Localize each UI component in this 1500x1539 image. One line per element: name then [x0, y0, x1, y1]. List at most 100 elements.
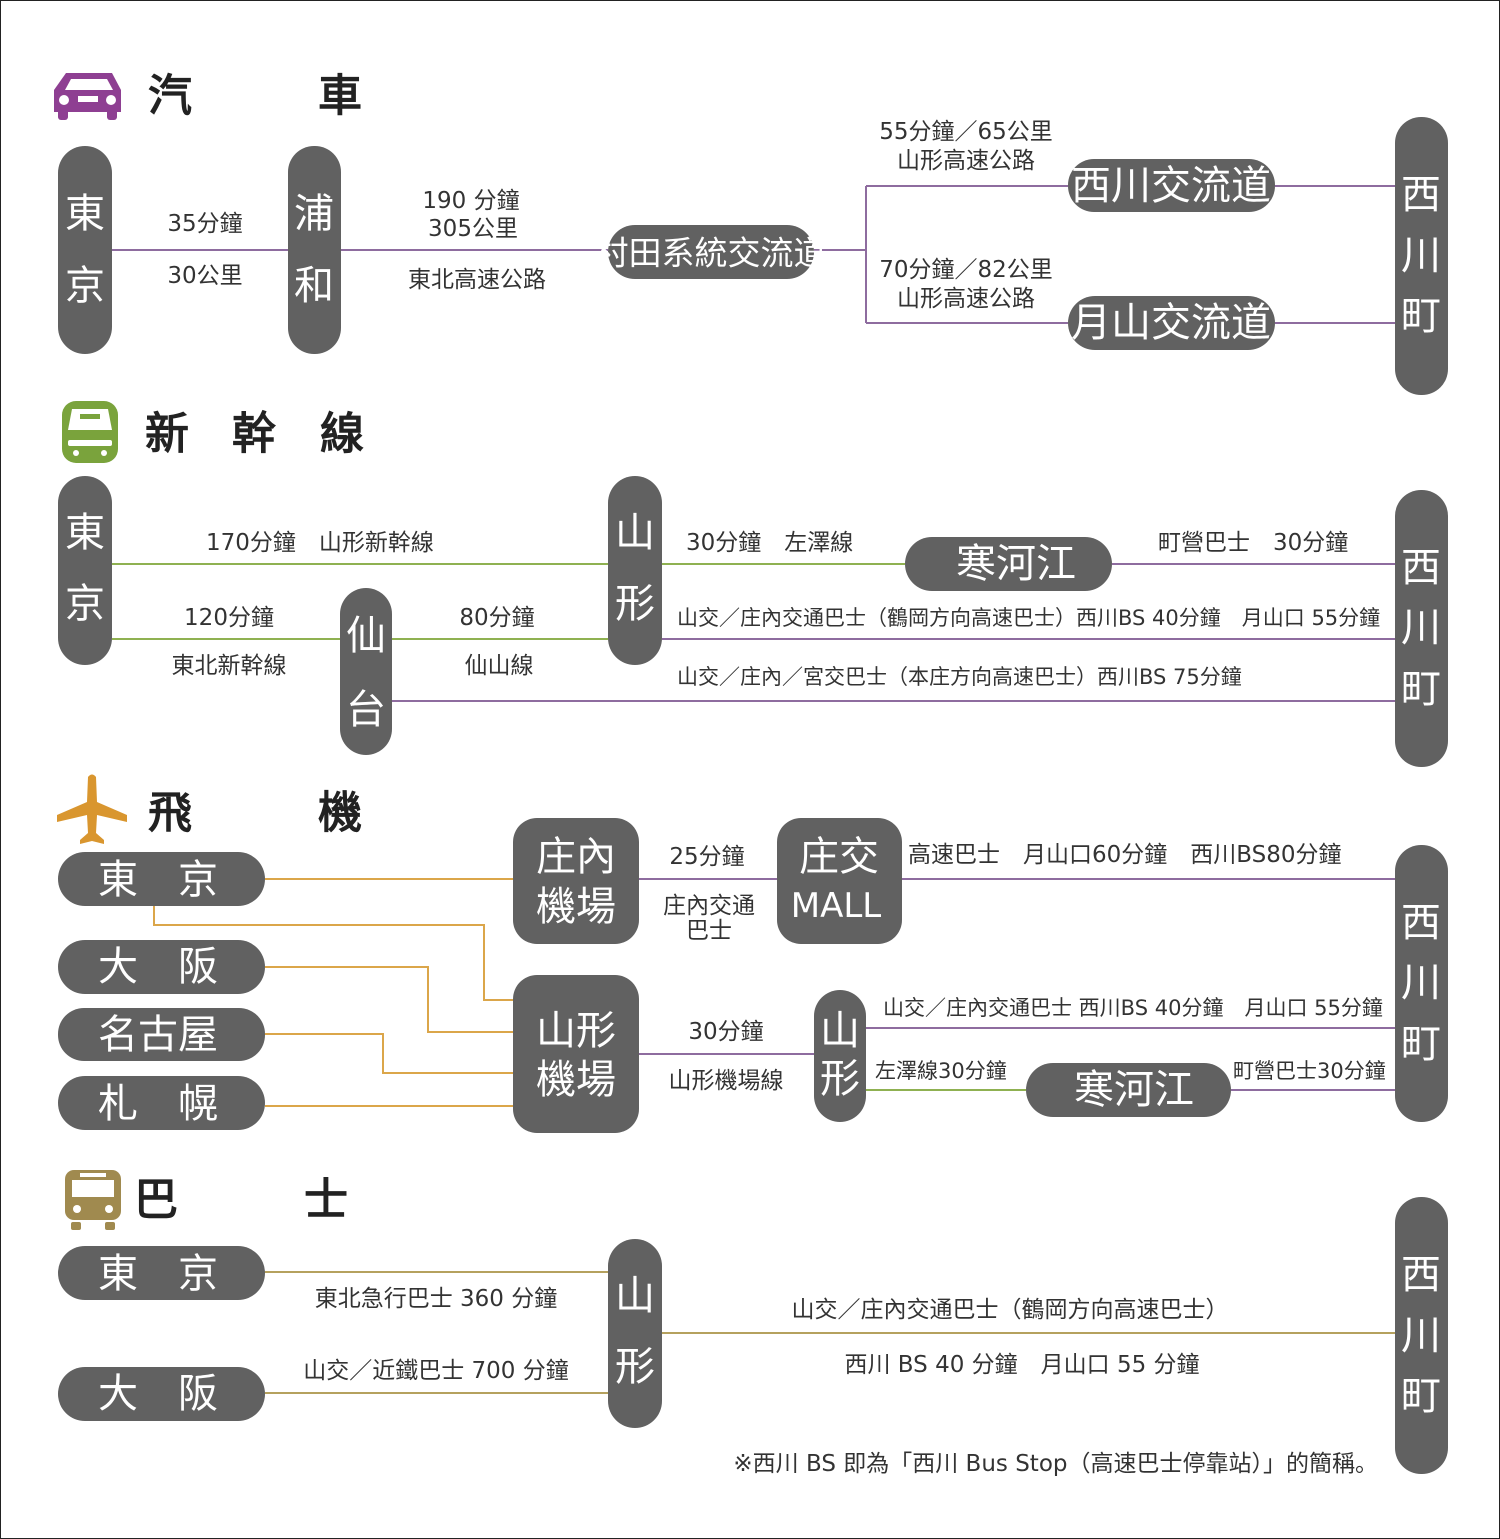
section-plane: 飛 機 東 京 大 阪 名古屋 札 幌 庄內: [57, 774, 1448, 1133]
node-label: 川: [1401, 233, 1441, 279]
node-label: 名古屋: [98, 1012, 218, 1058]
edge-label: 35分鐘: [167, 211, 242, 237]
edge-label: 25分鐘: [669, 844, 744, 870]
node-label: 町: [1401, 1021, 1441, 1067]
node-label: 川: [1401, 605, 1441, 651]
footnote: ※西川 BS 即為「西川 Bus Stop（高速巴士停靠站）」的簡稱。: [733, 1451, 1378, 1477]
section-title-shinkansen-2: 幹: [232, 409, 277, 460]
node-label: 山: [820, 1008, 860, 1054]
node-nishikawa-town: 西 川 町: [1395, 1197, 1448, 1474]
edge-label: 山交／庄內交通巴士（鶴岡方向高速巴士）: [792, 1297, 1229, 1323]
node-label: 町: [1401, 293, 1441, 339]
edge-label: 東北急行巴士 360 分鐘: [315, 1286, 558, 1312]
edge-label: 西川 BS 40 分鐘 月山口 55 分鐘: [844, 1352, 1199, 1378]
node-tokyo: 東 京: [58, 476, 112, 665]
node-label: 機場: [536, 884, 616, 930]
node-nishikawa-town: 西 川 町: [1395, 117, 1448, 395]
origin-tokyo: 東 京: [58, 852, 265, 906]
node-label: 川: [1401, 1313, 1441, 1359]
edge-label: 山交／庄內交通巴士（鶴岡方向高速巴士）西川BS 40分鐘 月山口 55分鐘: [677, 606, 1380, 630]
node-label: 村田系統交流道: [596, 234, 827, 273]
node-label: 寒河江: [956, 541, 1076, 587]
section-title-car-left: 汽: [148, 71, 192, 122]
airplane-icon: [57, 774, 127, 844]
node-label: 西: [1401, 172, 1441, 218]
node-label: 大 阪: [98, 1371, 218, 1417]
node-label: 東: [65, 510, 105, 556]
node-nishikawa-ic: 西川交流道: [1068, 159, 1275, 212]
section-title-plane-right: 機: [318, 788, 362, 839]
node-label: 浦: [294, 191, 334, 237]
edge-label: 左澤線30分鐘: [875, 1059, 1007, 1083]
node-label: 西: [1401, 545, 1441, 591]
node-label: 西川交流道: [1071, 163, 1271, 209]
node-tokyo: 東 京: [58, 146, 112, 354]
car-icon: [54, 73, 121, 120]
node-label: 台: [346, 687, 386, 733]
edge-label: 山交／庄內交通巴士 西川BS 40分鐘 月山口 55分鐘: [883, 996, 1383, 1020]
node-label: 川: [1401, 960, 1441, 1006]
section-title-shinkansen-1: 新: [145, 409, 189, 460]
edge-label: 高速巴士 月山口60分鐘 西川BS80分鐘: [908, 842, 1342, 868]
edge-label: 190 分鐘: [422, 188, 519, 214]
node-nishikawa-town: 西 川 町: [1395, 845, 1448, 1122]
edge-label: 仙山線: [465, 653, 534, 679]
node-label: 形: [615, 1344, 655, 1390]
node-label: 庄內: [536, 834, 616, 880]
node-label: 西: [1401, 1252, 1441, 1298]
node-shonai-airport: 庄內 機場: [513, 818, 639, 944]
node-label: 月山交流道: [1071, 300, 1271, 346]
edge-label: 山形高速公路: [897, 286, 1035, 312]
node-label: 札 幌: [98, 1081, 218, 1127]
node-label: 町: [1401, 666, 1441, 712]
node-murata-jct: 村田系統交流道: [596, 225, 827, 279]
edge-label: 305公里: [428, 216, 518, 242]
node-yamagata: 山 形: [608, 476, 662, 665]
node-label: 東 京: [98, 857, 218, 903]
node-label: 和: [294, 263, 334, 309]
node-yamagata: 山 形: [814, 990, 866, 1122]
edge-label: 東北新幹線: [172, 653, 287, 679]
edge-label: 30公里: [167, 263, 242, 289]
edge-label: 東北高速公路: [408, 267, 546, 293]
node-nishikawa-town: 西 川 町: [1395, 490, 1448, 767]
edge-label: 山形高速公路: [897, 148, 1035, 174]
section-title-bus-left: 巴: [134, 1175, 178, 1226]
edge-label: 巴士: [686, 918, 732, 944]
node-label: 京: [65, 263, 105, 309]
edge-label: 町營巴士 30分鐘: [1158, 530, 1348, 556]
node-label: 町: [1401, 1373, 1441, 1419]
edge-label: 山交／近鐵巴士 700 分鐘: [303, 1358, 569, 1384]
edge-label: 80分鐘: [459, 605, 534, 631]
edge-label: 山交／庄內／宮交巴士（本庄方向高速巴士）西川BS 75分鐘: [677, 665, 1242, 689]
section-car: 汽 車 東 京 浦 和 村田系統交流道 西川交流道: [54, 71, 1448, 395]
edge-label: 55分鐘／65公里: [879, 119, 1053, 145]
section-title-car-right: 車: [318, 71, 362, 122]
bus-icon: [65, 1170, 121, 1230]
origin-osaka: 大 阪: [58, 1367, 265, 1421]
node-label: 山: [615, 510, 655, 556]
origin-nagoya: 名古屋: [58, 1008, 265, 1061]
node-yamagata-airport: 山形 機場: [513, 975, 639, 1133]
section-title-bus-right: 士: [304, 1175, 348, 1226]
node-label: 大 阪: [98, 944, 218, 990]
edge-nagoya-yamagata-airport: [265, 1033, 513, 1074]
edge-label: 町營巴士30分鐘: [1233, 1059, 1386, 1083]
node-label: 形: [615, 581, 655, 627]
node-label: 庄交: [799, 834, 879, 880]
edge-label: 山形機場線: [669, 1068, 784, 1094]
node-label: 寒河江: [1074, 1067, 1194, 1113]
section-title-plane-left: 飛: [148, 788, 192, 839]
node-shoko-mall: 庄交 MALL: [777, 818, 902, 944]
section-bus: 巴 士 東 京 大 阪 山 形 西 川 町 東北急行巴士 360 分鐘 山交／近…: [58, 1170, 1448, 1474]
node-label: 東: [65, 191, 105, 237]
train-icon: [62, 401, 118, 463]
origin-tokyo: 東 京: [58, 1246, 265, 1300]
section-shinkansen: 新 幹 線 東 京 仙 台 山 形 寒河江 西: [58, 401, 1448, 767]
node-sendai: 仙 台: [340, 588, 392, 755]
edge-label: 30分鐘: [688, 1019, 763, 1045]
node-label: 機場: [536, 1057, 616, 1103]
edge-label: 30分鐘 左澤線: [686, 530, 853, 556]
node-yamagata: 山 形: [608, 1239, 662, 1428]
